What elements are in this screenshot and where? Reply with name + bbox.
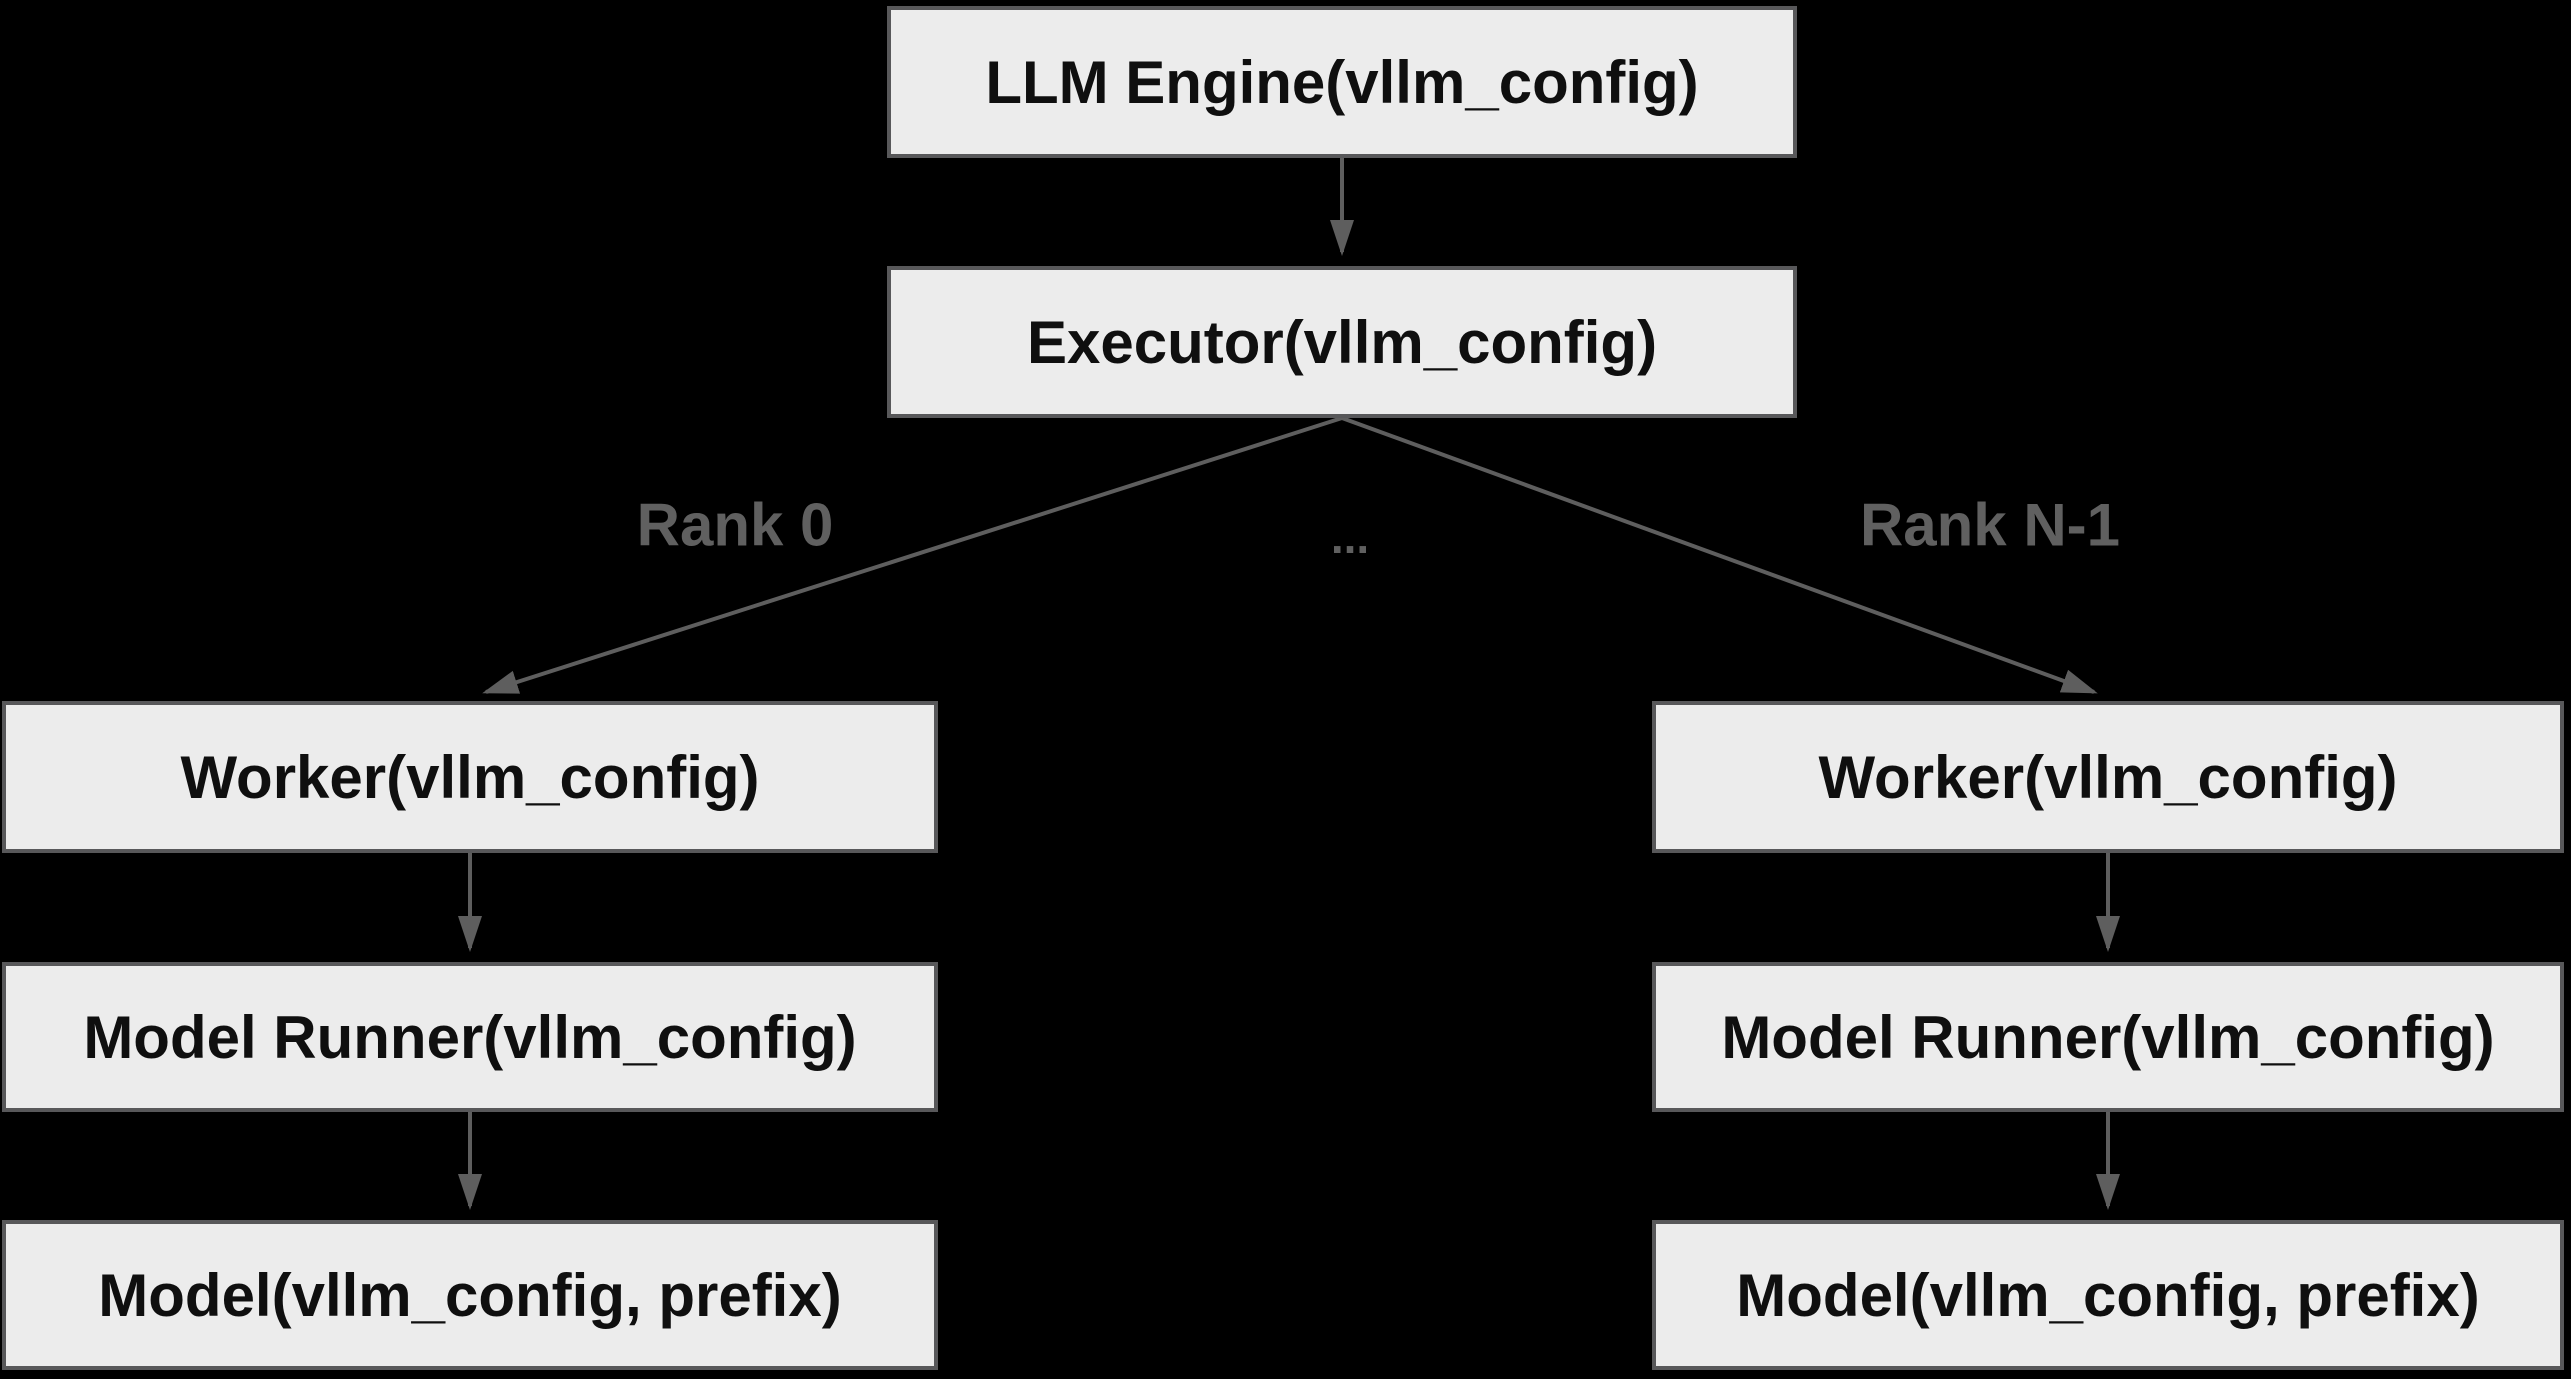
worker-right-label: Worker(vllm_config): [1818, 743, 2398, 811]
model-right-node: Model(vllm_config, prefix): [1652, 1220, 2564, 1370]
llm-engine-node: LLM Engine(vllm_config): [887, 6, 1797, 158]
rank-0-edge-label: Rank 0: [636, 491, 834, 559]
executor-label: Executor(vllm_config): [1026, 308, 1658, 376]
model-left-node: Model(vllm_config, prefix): [2, 1220, 938, 1370]
llm-engine-label: LLM Engine(vllm_config): [985, 48, 1699, 116]
model-runner-left-label: Model Runner(vllm_config): [83, 1003, 857, 1071]
rank-n-1-edge-label: Rank N-1: [1859, 491, 2121, 559]
model-runner-left-node: Model Runner(vllm_config): [2, 962, 938, 1112]
model-right-label: Model(vllm_config, prefix): [1736, 1261, 2480, 1329]
executor-node: Executor(vllm_config): [887, 266, 1797, 418]
model-left-label: Model(vllm_config, prefix): [98, 1261, 842, 1329]
worker-left-label: Worker(vllm_config): [180, 743, 760, 811]
model-runner-right-label: Model Runner(vllm_config): [1721, 1003, 2495, 1071]
edge-executor-to-worker-right-arrow: [1341, 416, 2098, 694]
ellipsis-edge-label: ...: [1330, 511, 1370, 563]
model-runner-right-node: Model Runner(vllm_config): [1652, 962, 2564, 1112]
worker-right-node: Worker(vllm_config): [1652, 701, 2564, 853]
worker-left-node: Worker(vllm_config): [2, 701, 938, 853]
edge-executor-to-worker-left-arrow: [482, 416, 1343, 694]
